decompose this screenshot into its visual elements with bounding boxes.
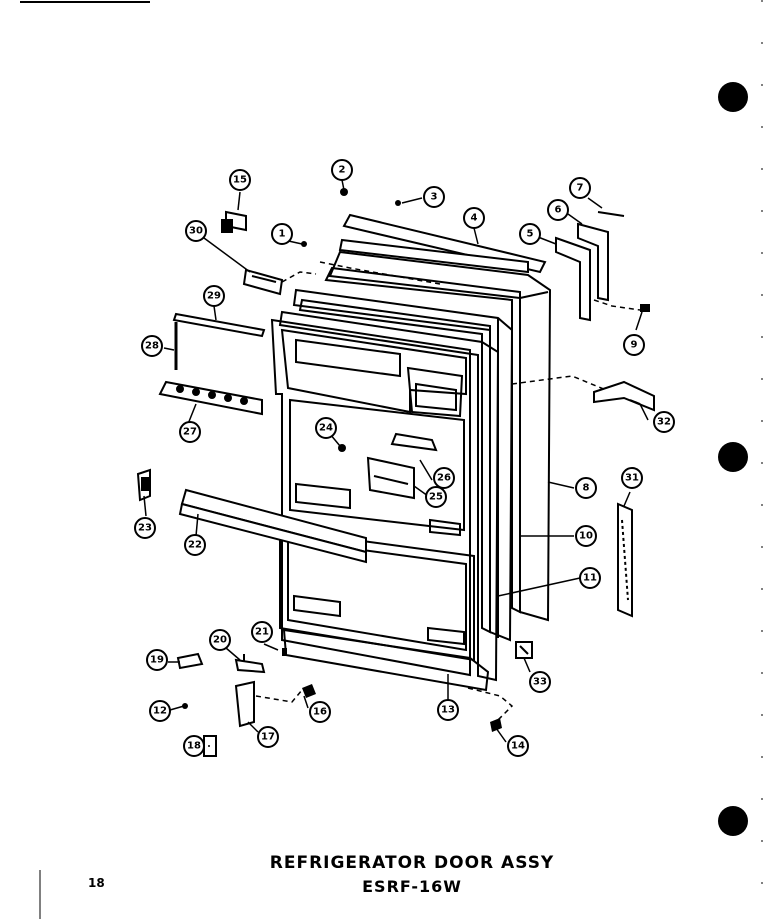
callout-30: 30 bbox=[189, 226, 203, 237]
callout-numbers: 1 2 3 4 5 6 7 8 9 10 11 12 13 14 15 16 1… bbox=[138, 165, 671, 752]
callout-16: 16 bbox=[313, 707, 327, 718]
callout-33: 33 bbox=[533, 677, 547, 688]
model-number: ESRF-16W bbox=[362, 877, 462, 896]
diagram-title: REFRIGERATOR DOOR ASSY bbox=[269, 853, 555, 873]
control-housing bbox=[242, 268, 284, 296]
callout-bubbles bbox=[134, 159, 675, 757]
callout-24: 24 bbox=[319, 423, 333, 434]
callout-15: 15 bbox=[233, 175, 247, 186]
callout-21: 21 bbox=[255, 627, 269, 638]
fasteners bbox=[182, 188, 502, 732]
callout-14: 14 bbox=[511, 741, 525, 752]
callout-31: 31 bbox=[625, 473, 639, 484]
callout-22: 22 bbox=[188, 540, 202, 551]
callout-3: 3 bbox=[431, 192, 438, 203]
upper-bar bbox=[172, 312, 266, 338]
page-number: 18 bbox=[88, 876, 105, 890]
callout-32: 32 bbox=[657, 417, 671, 428]
callout-6: 6 bbox=[555, 205, 562, 216]
callout-2: 2 bbox=[339, 165, 346, 176]
callout-28: 28 bbox=[145, 341, 159, 352]
binder-hole-top bbox=[718, 82, 748, 112]
callout-27: 27 bbox=[183, 427, 197, 438]
callout-12: 12 bbox=[153, 706, 167, 717]
callout-13: 13 bbox=[441, 705, 455, 716]
small-tray bbox=[366, 432, 438, 500]
top-trim-strip bbox=[338, 213, 547, 274]
callout-8: 8 bbox=[583, 483, 590, 494]
lower-hinge-parts bbox=[176, 652, 266, 757]
hinge-cover bbox=[593, 380, 655, 412]
callout-1: 1 bbox=[279, 229, 286, 240]
outer-door-panel bbox=[324, 250, 552, 622]
callout-26: 26 bbox=[437, 473, 451, 484]
callout-29: 29 bbox=[207, 291, 221, 302]
hinge-brackets bbox=[555, 211, 625, 322]
callout-10: 10 bbox=[579, 531, 593, 542]
handle-part bbox=[136, 468, 151, 502]
callout-17: 17 bbox=[261, 732, 275, 743]
binder-hole-bottom bbox=[718, 806, 748, 836]
callout-7: 7 bbox=[577, 183, 584, 194]
door-strip bbox=[617, 502, 633, 618]
inner-door-liner bbox=[270, 310, 500, 692]
callout-4: 4 bbox=[471, 213, 478, 224]
callout-23: 23 bbox=[138, 523, 152, 534]
butter-tray bbox=[158, 380, 263, 416]
callout-19: 19 bbox=[150, 655, 164, 666]
leader-lines bbox=[143, 179, 649, 747]
callout-11: 11 bbox=[583, 573, 597, 584]
door-shelf-bar bbox=[178, 488, 367, 564]
callout-25: 25 bbox=[429, 492, 443, 503]
callout-5: 5 bbox=[527, 229, 534, 240]
part-15-bracket bbox=[221, 210, 247, 233]
callout-18: 18 bbox=[187, 741, 201, 752]
callout-20: 20 bbox=[213, 635, 227, 646]
part-33-block bbox=[515, 641, 533, 659]
callout-9: 9 bbox=[631, 340, 638, 351]
binder-hole-middle bbox=[718, 442, 748, 472]
